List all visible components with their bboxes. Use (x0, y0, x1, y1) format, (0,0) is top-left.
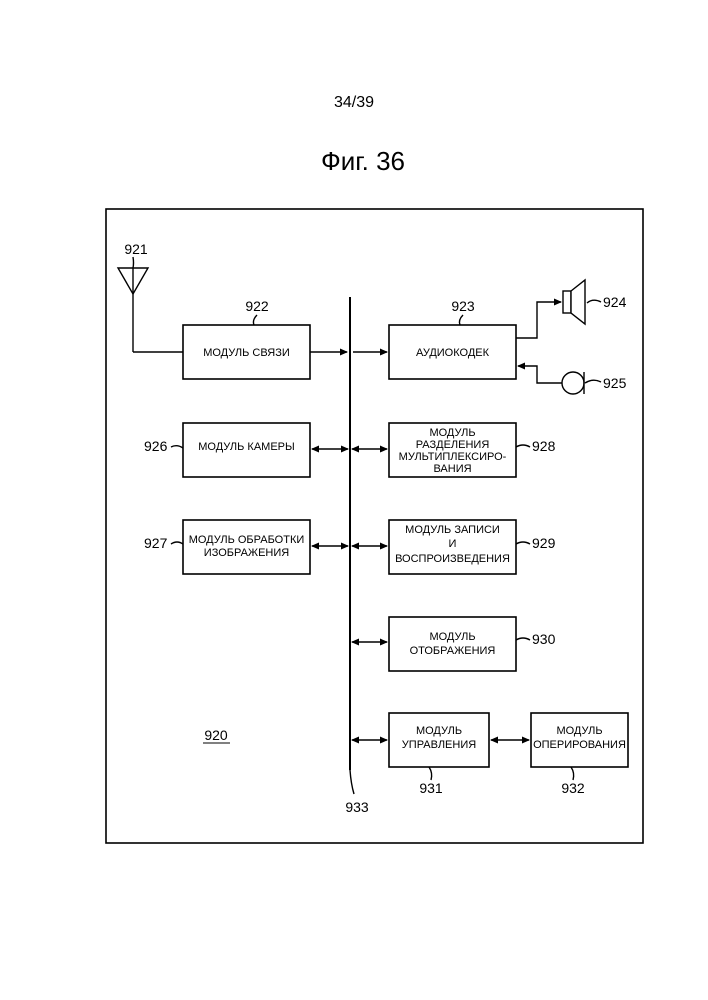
display-module-leader (516, 638, 530, 640)
demux-module-leader (516, 445, 530, 447)
display-module-label-2: ОТОБРАЖЕНИЯ (410, 645, 496, 657)
operate-module-label-2: ОПЕРИРОВАНИЯ (533, 739, 626, 751)
image-module-ref: 927 (144, 535, 168, 551)
record-module-ref: 929 (532, 535, 556, 551)
comm-module-label: МОДУЛЬ СВЯЗИ (203, 347, 290, 359)
comm-module-leader (253, 315, 257, 325)
image-module-block: МОДУЛЬ ОБРАБОТКИ ИЗОБРАЖЕНИЯ (183, 520, 310, 574)
image-module-leader (171, 542, 183, 544)
speaker-icon (516, 280, 585, 338)
control-module-ref: 931 (419, 780, 443, 796)
record-module-label-2: И (449, 538, 457, 550)
demux-module-label-1: МОДУЛЬ (429, 427, 475, 439)
operate-module-leader (571, 767, 574, 780)
image-module-label-1: МОДУЛЬ ОБРАБОТКИ (189, 534, 305, 546)
microphone-ref: 925 (603, 375, 627, 391)
demux-module-block: МОДУЛЬ РАЗДЕЛЕНИЯ МУЛЬТИПЛЕКСИРО- ВАНИЯ (389, 423, 516, 477)
demux-module-label-2: РАЗДЕЛЕНИЯ (416, 439, 490, 451)
camera-module-leader (171, 446, 183, 448)
bus-leader (350, 770, 354, 794)
audio-codec-label: АУДИОКОДЕК (416, 347, 490, 359)
control-module-label-1: МОДУЛЬ (416, 725, 462, 737)
control-module-block: МОДУЛЬ УПРАВЛЕНИЯ (389, 713, 489, 767)
display-module-ref: 930 (532, 631, 556, 647)
display-module-block: МОДУЛЬ ОТОБРАЖЕНИЯ (389, 617, 516, 671)
bus-ref: 933 (345, 799, 369, 815)
speaker-leader (587, 300, 601, 303)
demux-module-label-3: МУЛЬТИПЛЕКСИРО- (399, 451, 507, 463)
record-module-label-3: ВОСПРОИЗВЕДЕНИЯ (395, 553, 510, 565)
control-module-leader (429, 767, 432, 780)
microphone-leader (585, 380, 601, 383)
camera-module-label: МОДУЛЬ КАМЕРЫ (198, 441, 295, 453)
operate-module-block: МОДУЛЬ ОПЕРИРОВАНИЯ (531, 713, 628, 767)
camera-module-ref: 926 (144, 438, 168, 454)
operate-module-label-1: МОДУЛЬ (556, 725, 602, 737)
antenna-leader (133, 257, 134, 268)
microphone-icon (518, 366, 584, 394)
control-module-label-2: УПРАВЛЕНИЯ (402, 739, 476, 751)
demux-module-ref: 928 (532, 438, 556, 454)
camera-module-block: МОДУЛЬ КАМЕРЫ (183, 423, 310, 477)
record-module-label-1: МОДУЛЬ ЗАПИСИ (405, 524, 500, 536)
antenna-ref: 921 (124, 241, 148, 257)
record-module-block: МОДУЛЬ ЗАПИСИ И ВОСПРОИЗВЕДЕНИЯ (389, 520, 516, 574)
audio-codec-block: АУДИОКОДЕК (389, 325, 516, 379)
display-module-label-1: МОДУЛЬ (429, 631, 475, 643)
antenna-icon (118, 268, 183, 352)
comm-module-block: МОДУЛЬ СВЯЗИ (183, 325, 310, 379)
audio-codec-ref: 923 (451, 298, 475, 314)
speaker-ref: 924 (603, 294, 627, 310)
record-module-leader (516, 542, 530, 544)
operate-module-ref: 932 (561, 780, 585, 796)
device-ref: 920 (204, 727, 228, 743)
comm-module-ref: 922 (245, 298, 269, 314)
demux-module-label-4: ВАНИЯ (433, 463, 471, 475)
audio-codec-leader (459, 315, 463, 325)
image-module-label-2: ИЗОБРАЖЕНИЯ (204, 547, 289, 559)
